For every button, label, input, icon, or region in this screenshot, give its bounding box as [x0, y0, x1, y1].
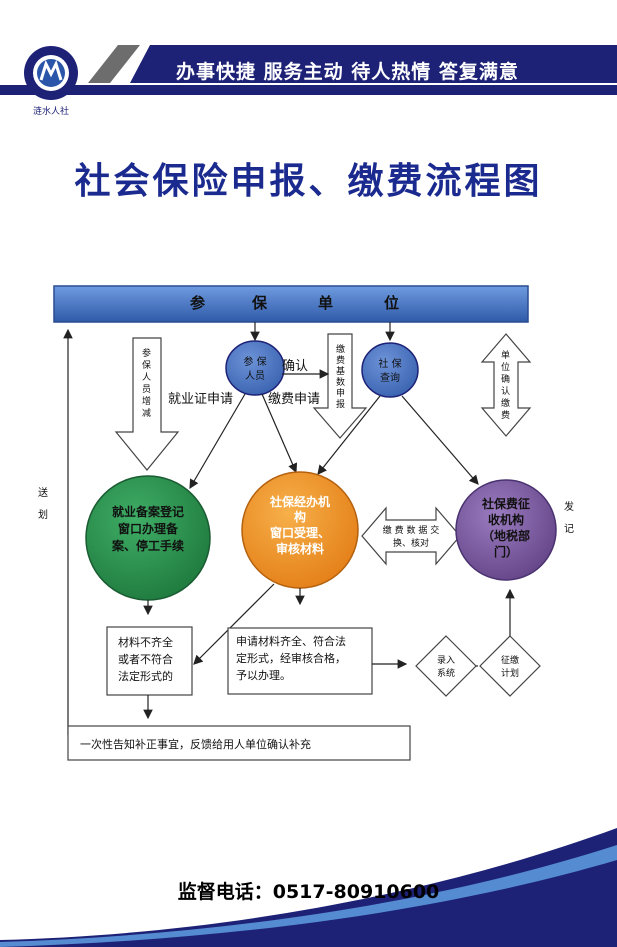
- arrow-zengjian: 参 保 人 员 增 减: [114, 337, 180, 471]
- svg-text:保: 保: [142, 359, 151, 371]
- node-canbao-renyuan: 参 保 人员: [225, 340, 285, 396]
- arrow-shebao-to-incomplete: [193, 583, 275, 665]
- svg-text:人员: 人员: [245, 370, 265, 382]
- svg-text:（地税部: （地税部: [482, 528, 530, 543]
- arrow-chaxun-to-shebao: [317, 395, 381, 475]
- svg-text:费: 费: [336, 354, 345, 366]
- box-incomplete: 材料不齐全 或者不符合 法定形式的: [106, 626, 193, 696]
- svg-text:报: 报: [336, 398, 345, 410]
- label-jiaofei-shenqing: 缴费申请: [268, 392, 320, 407]
- svg-text:缴 费 数 据 交: 缴 费 数 据 交: [383, 524, 439, 536]
- arrow-chaxun-to-zhengshou: [401, 395, 479, 485]
- svg-text:窗口办理备: 窗口办理备: [118, 521, 179, 536]
- svg-text:员: 员: [142, 384, 151, 395]
- logo-emblem: [24, 46, 78, 100]
- svg-text:参: 参: [142, 347, 151, 359]
- svg-text:单: 单: [501, 349, 510, 361]
- svg-text:查询: 查询: [380, 371, 400, 384]
- right-label-top: 发: [564, 500, 574, 513]
- svg-text:认: 认: [501, 385, 510, 397]
- svg-text:位: 位: [384, 294, 399, 312]
- label-jiuye-shenqing: 就业证申请: [168, 392, 233, 407]
- arrow-jiaofei-jishu: 缴 费 基 数 申 报: [312, 333, 368, 439]
- svg-text:社保费征: 社保费征: [481, 496, 530, 511]
- svg-text:保: 保: [251, 294, 268, 312]
- top-bar-canbao-danwei: 参 保 单 位: [53, 285, 529, 323]
- svg-text:数: 数: [336, 376, 345, 388]
- left-label-bottom: 划: [38, 508, 48, 521]
- header-banner: [0, 45, 617, 97]
- svg-text:或者不符合: 或者不符合: [118, 652, 173, 666]
- svg-text:社 保: 社 保: [378, 357, 401, 370]
- svg-text:基: 基: [336, 365, 345, 377]
- svg-text:材料不齐全: 材料不齐全: [118, 635, 173, 649]
- svg-text:定形式，经审核合格，: 定形式，经审核合格，: [236, 651, 346, 665]
- svg-text:缴: 缴: [336, 343, 345, 355]
- svg-text:人: 人: [142, 372, 151, 383]
- svg-text:案、停工手续: 案、停工手续: [111, 538, 184, 553]
- svg-text:门）: 门）: [494, 544, 518, 559]
- svg-text:征缴: 征缴: [501, 654, 519, 666]
- svg-text:予以办理。: 予以办理。: [236, 669, 291, 682]
- svg-text:构: 构: [294, 509, 306, 524]
- diamond-zhengjiao: 征缴 计划: [479, 635, 541, 697]
- supervision-phone: 监督电话：0517-80910600: [177, 881, 440, 903]
- node-jiuye-beian: 就业备案登记 窗口办理备 案、停工手续: [85, 475, 211, 601]
- right-label-bottom: 记: [564, 523, 574, 535]
- svg-text:申请材料齐全、符合法: 申请材料齐全、符合法: [236, 634, 346, 648]
- node-zhengshou-jigou: 社保费征 收机构 （地税部 门）: [455, 479, 557, 581]
- svg-text:系统: 系统: [437, 667, 455, 679]
- logo-caption: 涟水人社: [32, 107, 69, 117]
- svg-text:减: 减: [142, 407, 151, 419]
- svg-text:窗口受理、: 窗口受理、: [270, 525, 330, 540]
- svg-text:缴: 缴: [501, 397, 510, 409]
- svg-text:一次性告知补正事宜，反馈给用人单位确认补充: 一次性告知补正事宜，反馈给用人单位确认补充: [80, 737, 311, 751]
- svg-text:收机构: 收机构: [488, 512, 524, 527]
- page-title: 社会保险申报、缴费流程图: [74, 160, 543, 202]
- label-queren: 确认: [282, 359, 308, 374]
- svg-text:申: 申: [336, 387, 345, 399]
- svg-text:法定形式的: 法定形式的: [118, 669, 173, 683]
- svg-text:参 保: 参 保: [243, 355, 266, 368]
- svg-text:位: 位: [501, 361, 510, 373]
- svg-text:录入: 录入: [437, 655, 455, 666]
- svg-text:单: 单: [318, 294, 333, 312]
- svg-text:换、核对: 换、核对: [393, 537, 429, 549]
- box-complete: 申请材料齐全、符合法 定形式，经审核合格， 予以办理。: [227, 627, 373, 695]
- arrow-danwei-queren: 单 位 确 认 缴 费: [480, 333, 532, 437]
- node-shebao-jingban: 社保经办机 构 窗口受理、 审核材料: [241, 471, 359, 589]
- diamond-luru: 录入 系统: [415, 635, 477, 697]
- svg-text:计划: 计划: [501, 667, 519, 679]
- svg-text:增: 增: [142, 395, 151, 407]
- svg-text:费: 费: [501, 409, 510, 421]
- svg-text:审核材料: 审核材料: [276, 541, 324, 556]
- arrow-data-exchange: 缴 费 数 据 交 换、核对: [361, 506, 461, 566]
- left-label-top: 送: [38, 486, 48, 499]
- bottom-wave-navy: [0, 828, 617, 947]
- svg-text:参: 参: [190, 294, 206, 312]
- svg-text:确: 确: [501, 373, 510, 385]
- arrow-renyuan-to-jiuye: [189, 393, 246, 490]
- node-shebao-chaxun: 社 保 查询: [361, 342, 419, 398]
- slogan: 办事快捷 服务主动 待人热情 答复满意: [176, 61, 519, 83]
- box-notice: 一次性告知补正事宜，反馈给用人单位确认补充: [67, 725, 411, 761]
- arrow-renyuan-to-shebao: [261, 393, 298, 474]
- svg-text:就业备案登记: 就业备案登记: [112, 504, 184, 519]
- svg-text:社保经办机: 社保经办机: [269, 494, 330, 509]
